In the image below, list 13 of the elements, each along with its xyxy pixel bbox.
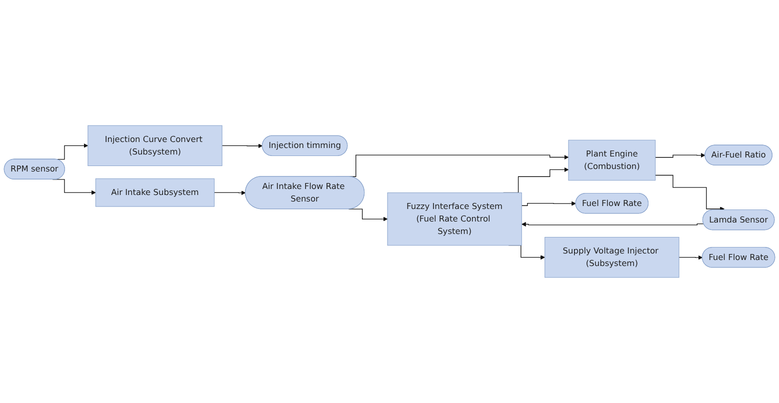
- node-box: Air Intake Subsystem: [95, 178, 215, 207]
- node-box: Injection Curve Convert (Subsystem): [88, 125, 222, 166]
- node-box: Supply Voltage Injector (Subsystem): [544, 236, 680, 278]
- node-box: Plant Engine (Combustion): [568, 140, 656, 181]
- arrow: [521, 201, 576, 206]
- arrow: [678, 255, 703, 260]
- arrow: [214, 190, 246, 196]
- arrow: [521, 222, 704, 227]
- arrow: [655, 174, 724, 212]
- arrow: [222, 144, 263, 148]
- node-box: Fuzzy Interface System (Fuel Rate Control System): [387, 192, 522, 246]
- arrow: [655, 153, 706, 158]
- arrow: [348, 208, 388, 222]
